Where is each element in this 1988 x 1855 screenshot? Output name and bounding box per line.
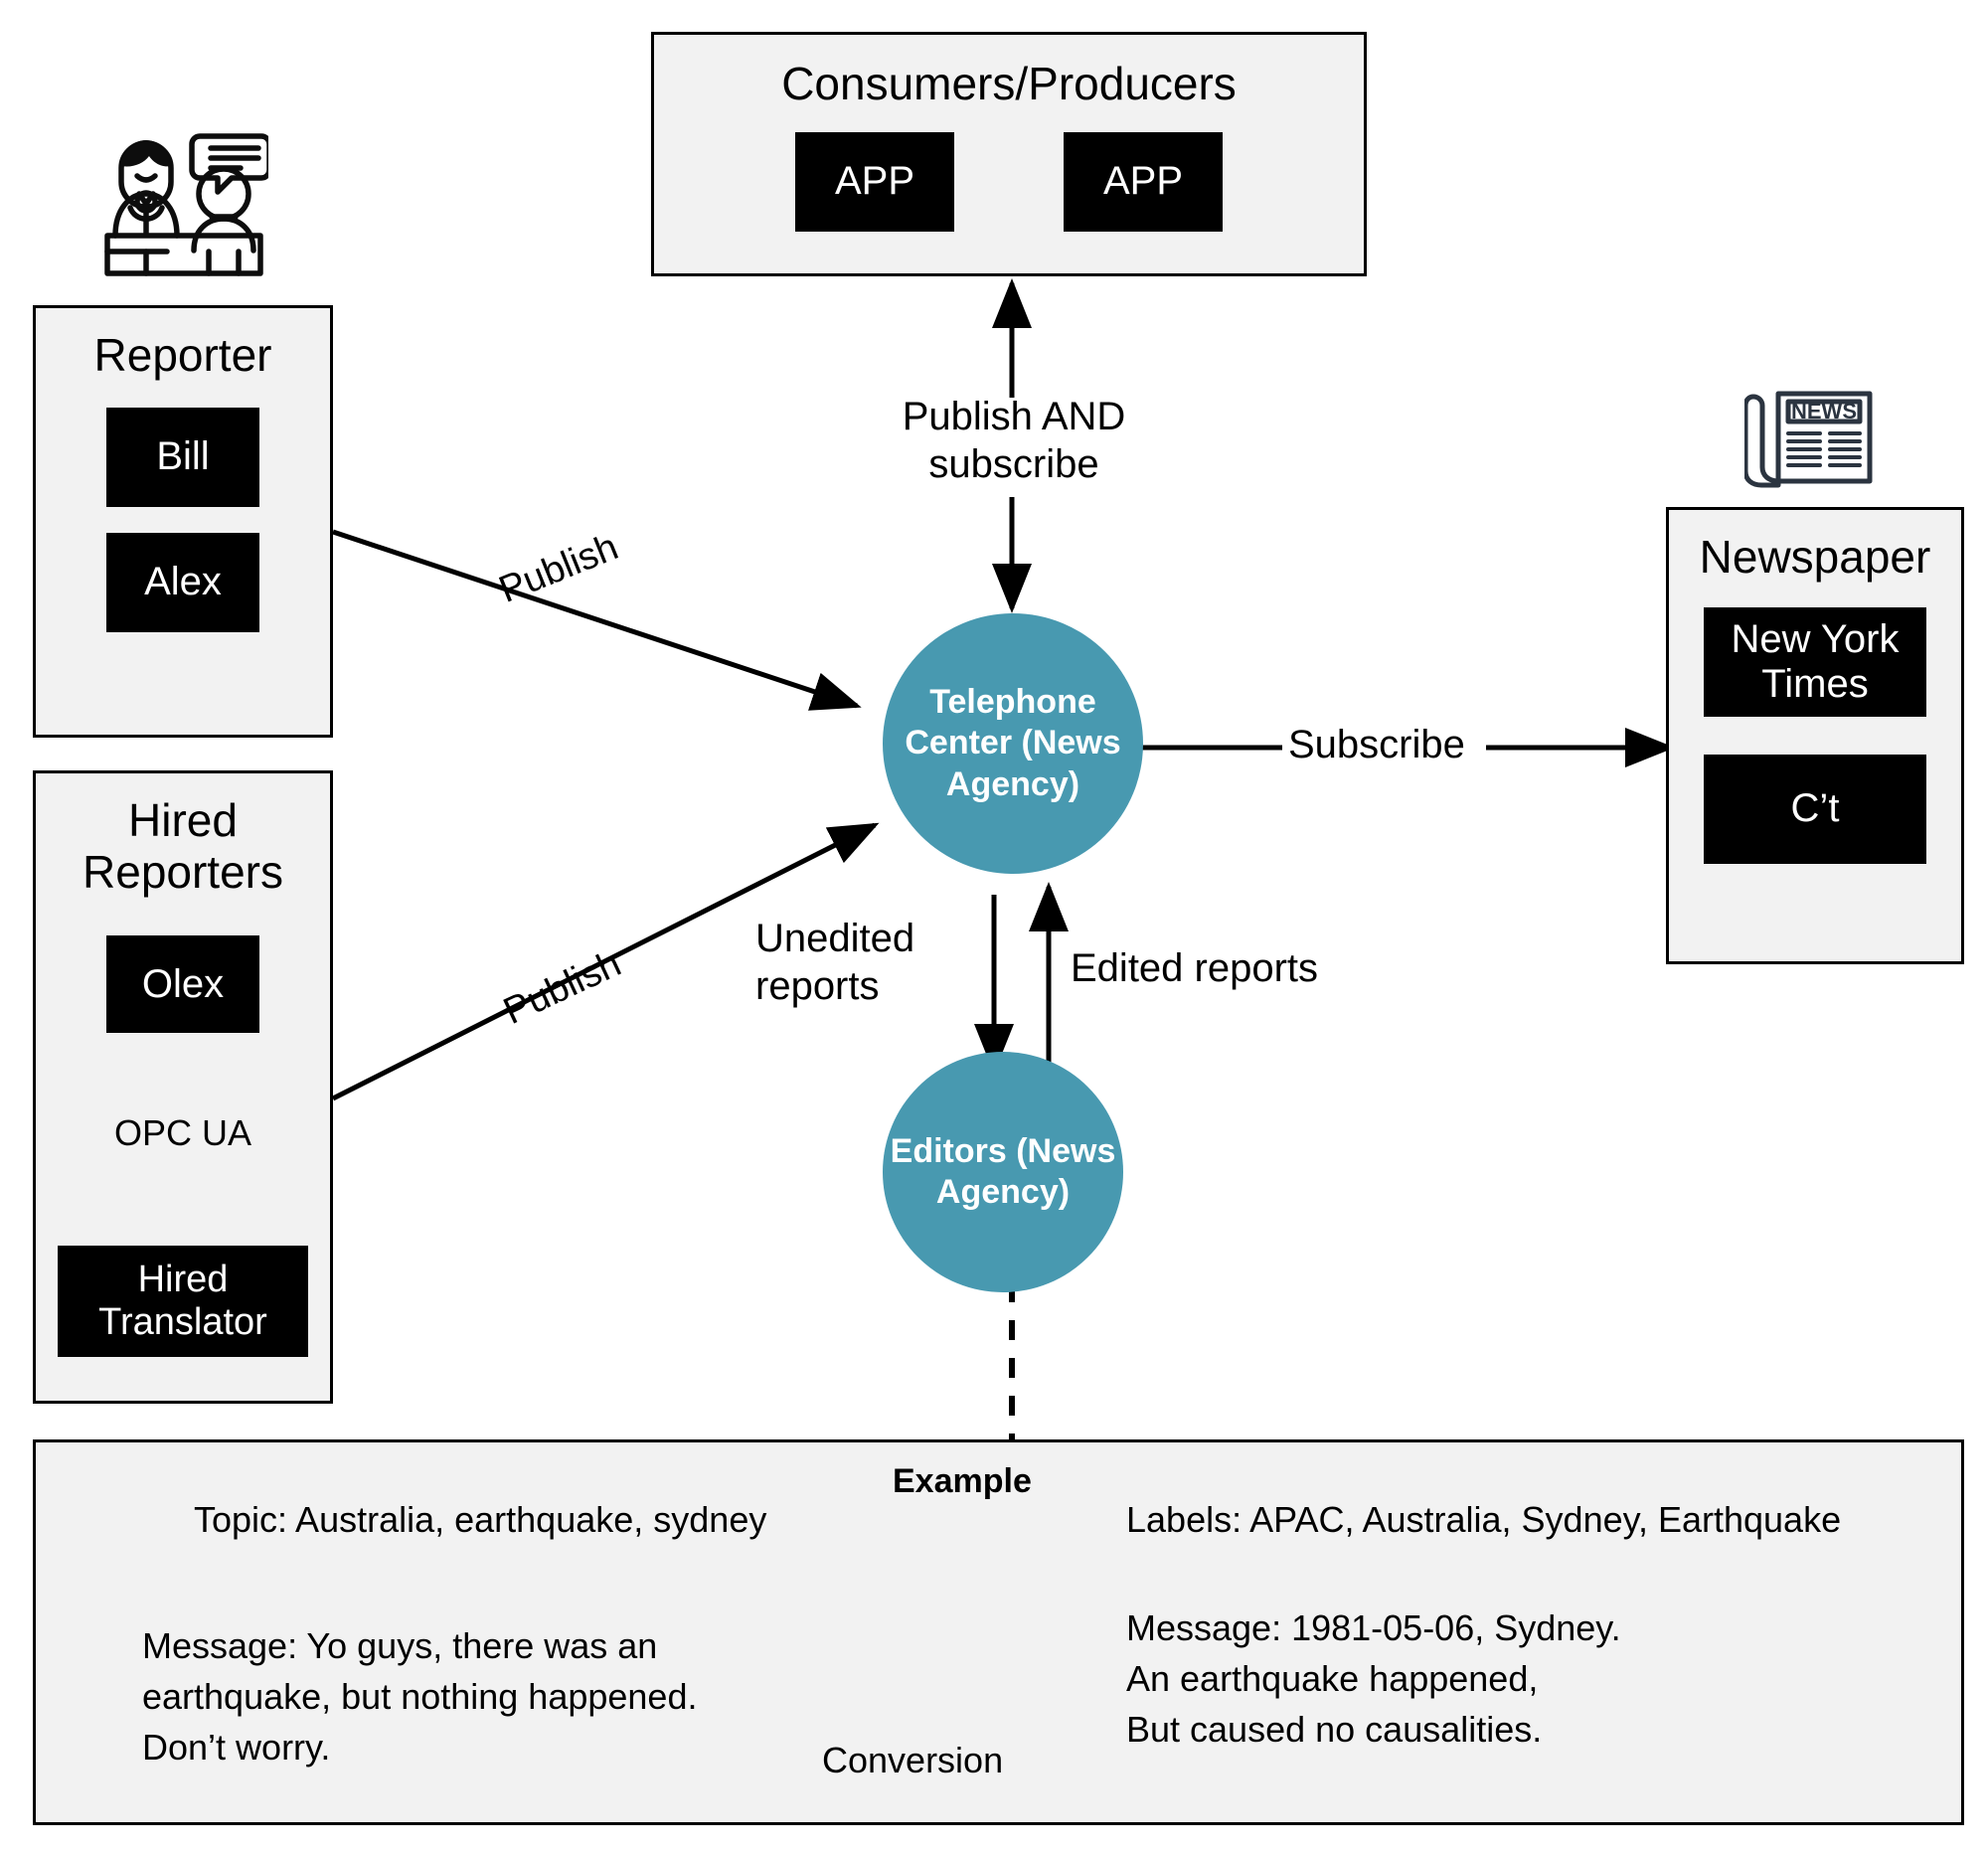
edge-label-subscribe: Subscribe — [1288, 723, 1465, 766]
edge-label-publish-reporter: Publish — [493, 526, 624, 611]
hired-translator-chip[interactable]: Hired Translator — [58, 1246, 308, 1357]
newspaper-box: Newspaper New York Times C’t — [1666, 507, 1964, 964]
app-chip-1[interactable]: APP — [795, 131, 954, 232]
reporter-box: Reporter Bill Alex — [33, 305, 333, 738]
newspaper-icon-text: NEWS — [1791, 399, 1857, 423]
newspaper-chip-ct[interactable]: C’t — [1704, 754, 1926, 864]
consumers-producers-box: Consumers/Producers APP APP — [651, 32, 1367, 276]
example-labels: Labels: APAC, Australia, Sydney, Earthqu… — [1126, 1499, 1842, 1540]
example-message-right: Message: 1981-05-06, Sydney. An earthqua… — [1126, 1607, 1621, 1751]
hired-reporters-title: Hired Reporters — [83, 794, 283, 898]
opc-ua-label: OPC UA — [114, 1112, 252, 1153]
reporter-interview-icon — [99, 124, 272, 288]
reporter-chip-alex[interactable]: Alex — [106, 532, 259, 632]
editors-node[interactable]: Editors (News Agency) — [883, 1052, 1123, 1292]
newspaper-icon: NEWS — [1742, 378, 1879, 497]
consumers-producers-title: Consumers/Producers — [781, 58, 1237, 109]
newspaper-title: Newspaper — [1699, 531, 1931, 583]
example-box — [33, 1439, 1964, 1825]
example-message-left: Message: Yo guys, there was an earthquak… — [142, 1625, 698, 1769]
edge-label-unedited-reports: Unedited reports — [755, 917, 915, 1008]
example-topic: Topic: Australia, earthquake, sydney — [194, 1499, 767, 1540]
newspaper-chip-nyt[interactable]: New York Times — [1704, 606, 1926, 717]
reporter-title: Reporter — [93, 329, 272, 381]
app-chip-2[interactable]: APP — [1064, 131, 1223, 232]
hired-reporter-chip-olex[interactable]: Olex — [106, 935, 259, 1034]
edge-label-edited-reports: Edited reports — [1071, 946, 1319, 990]
example-conversion-label: Conversion — [822, 1740, 1004, 1780]
edge-label-publish-and-subscribe: Publish AND subscribe — [902, 395, 1126, 486]
telephone-center-node[interactable]: Telephone Center (News Agency) — [883, 613, 1143, 874]
reporter-chip-bill[interactable]: Bill — [106, 407, 259, 507]
edge-label-publish-hired: Publish — [497, 942, 628, 1033]
example-title: Example — [893, 1462, 1032, 1500]
